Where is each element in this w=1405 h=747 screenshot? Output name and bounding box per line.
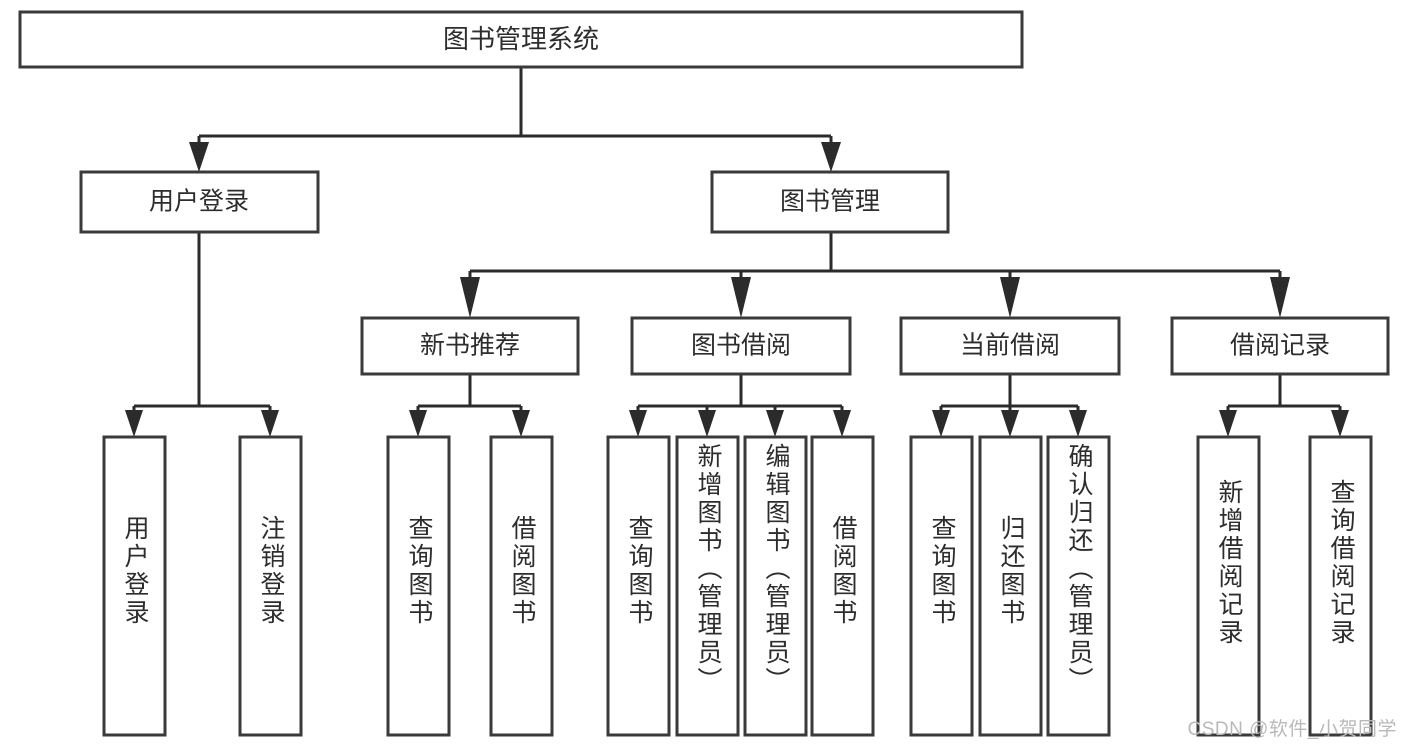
arrow-leaf-logout-login: [261, 410, 279, 437]
arrow-leaf-edit-book: [766, 410, 784, 437]
arrow-leaf-borrow-book-2: [833, 410, 851, 437]
arrow-current-borrow: [1000, 277, 1020, 318]
node-book-management[interactable]: [710, 170, 950, 234]
node-new-book-recommend[interactable]: [360, 316, 580, 376]
connectors-borrow-record-to-leaves: [1219, 374, 1349, 437]
node-root-system[interactable]: [18, 10, 1024, 69]
leaf-box-return-book[interactable]: [978, 435, 1043, 737]
node-user-login[interactable]: [79, 170, 320, 234]
leaf-box-user-login[interactable]: [102, 435, 167, 737]
leaf-box-query-book-1[interactable]: [386, 435, 451, 737]
connectors-current-borrow-to-leaves: [932, 374, 1087, 437]
node-new-book-recommend-label: 新书推荐: [420, 332, 520, 360]
leaf-box-borrow-book-1[interactable]: [489, 435, 554, 737]
arrow-leaf-query-book-2: [629, 410, 647, 437]
arrow-leaf-query-book-1: [409, 410, 427, 437]
arrow-new-book: [460, 277, 480, 318]
connectors-book-borrow-to-leaves: [629, 374, 851, 437]
connectors-new-book-to-leaves: [409, 374, 530, 437]
arrow-leaf-add-book: [698, 410, 716, 437]
leaf-box-add-record[interactable]: [1196, 435, 1261, 737]
node-user-login-label: 用户登录: [149, 188, 249, 216]
leaf-box-edit-book[interactable]: [743, 435, 808, 737]
arrow-leaf-query-record: [1331, 410, 1349, 437]
arrow-leaf-user-login: [125, 410, 143, 437]
node-current-borrow-label: 当前借阅: [960, 332, 1060, 360]
node-root-system-label: 图书管理系统: [443, 24, 599, 54]
leaf-box-logout-login[interactable]: [238, 435, 303, 737]
leaf-box-confirm-return[interactable]: [1046, 435, 1111, 737]
connectors-book-mgmt-to-level3: [460, 232, 1290, 318]
leaf-box-query-record[interactable]: [1308, 435, 1373, 737]
leaf-box-query-book-3[interactable]: [909, 435, 974, 737]
node-borrow-record[interactable]: [1170, 316, 1390, 376]
leaf-box-add-book[interactable]: [675, 435, 740, 737]
node-book-management-label: 图书管理: [780, 188, 880, 216]
connectors-root-to-level2: [189, 67, 841, 172]
node-book-borrow-label: 图书借阅: [691, 332, 791, 360]
arrow-book-borrow: [731, 277, 751, 318]
csdn-watermark: CSDN @软件_小贺同学: [1187, 719, 1397, 740]
node-book-borrow[interactable]: [630, 316, 852, 376]
arrow-borrow-record: [1270, 277, 1290, 318]
leaf-box-query-book-2[interactable]: [606, 435, 671, 737]
node-borrow-record-label: 借阅记录: [1230, 332, 1330, 360]
arrow-leaf-return-book: [1001, 410, 1019, 437]
arrow-leaf-confirm-return: [1069, 410, 1087, 437]
arrow-leaf-query-book-3: [932, 410, 950, 437]
leaf-box-borrow-book-2[interactable]: [810, 435, 875, 737]
arrow-user-login: [189, 142, 209, 172]
connectors-user-login-to-leaves: [125, 232, 279, 437]
arrow-leaf-borrow-book-1: [512, 410, 530, 437]
arrow-leaf-add-record: [1219, 410, 1237, 437]
arrow-book-mgmt: [821, 142, 841, 172]
node-current-borrow[interactable]: [899, 316, 1121, 376]
